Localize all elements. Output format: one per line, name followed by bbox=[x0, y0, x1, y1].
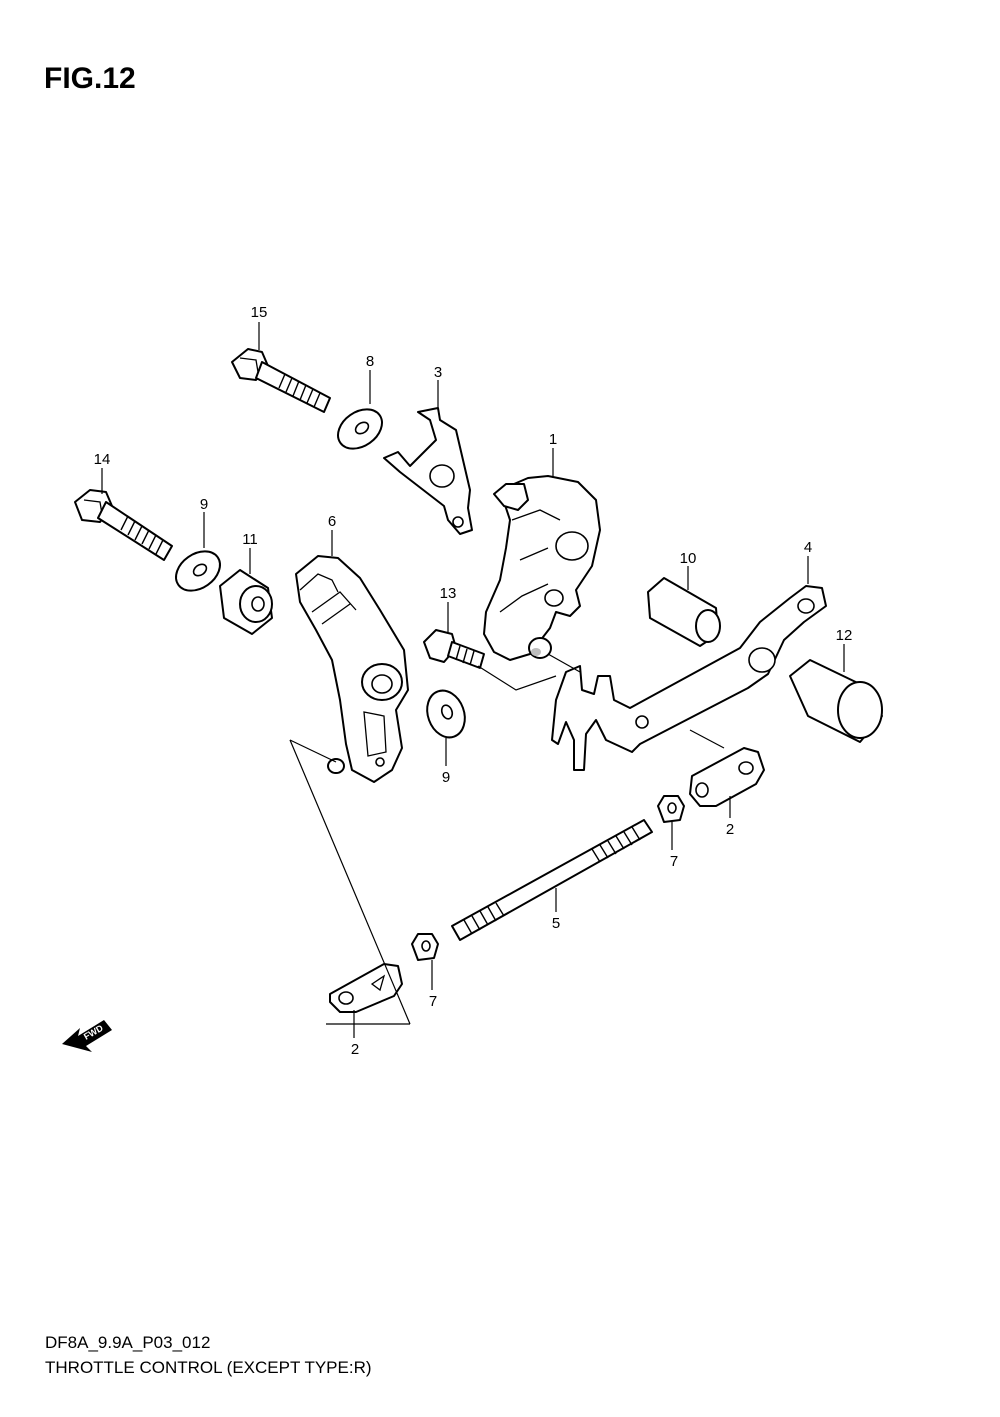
callout-1[interactable]: 1 bbox=[549, 431, 557, 448]
part-4-link-plate[interactable] bbox=[551, 585, 827, 771]
callout-6[interactable]: 6 bbox=[328, 513, 336, 530]
callout-7-left[interactable]: 7 bbox=[429, 993, 437, 1010]
linkage-reference-lines bbox=[289, 653, 725, 1025]
callout-3[interactable]: 3 bbox=[434, 364, 442, 381]
callout-11[interactable]: 11 bbox=[242, 531, 258, 548]
part-2-rod-end-left[interactable] bbox=[329, 963, 403, 1013]
callout-10[interactable]: 10 bbox=[680, 550, 697, 567]
part-12-collar[interactable] bbox=[789, 659, 883, 743]
part-9-washer-upper[interactable] bbox=[169, 543, 228, 598]
callout-leaders bbox=[101, 322, 845, 1038]
callout-2-right[interactable]: 2 bbox=[726, 821, 734, 838]
part-8-washer[interactable] bbox=[331, 401, 390, 456]
part-5-threaded-rod[interactable] bbox=[451, 819, 653, 941]
callout-5[interactable]: 5 bbox=[552, 915, 560, 932]
callout-9-lower[interactable]: 9 bbox=[442, 769, 450, 786]
callout-8[interactable]: 8 bbox=[366, 353, 374, 370]
part-14-bolt[interactable] bbox=[74, 489, 173, 561]
model-code: DF8A_9.9A_P03_012 bbox=[45, 1333, 211, 1352]
part-3-bracket-plate[interactable] bbox=[383, 407, 473, 535]
callout-12[interactable]: 12 bbox=[836, 627, 853, 644]
part-13-bolt[interactable] bbox=[423, 629, 485, 669]
callout-13[interactable]: 13 bbox=[440, 585, 457, 602]
callout-7-right[interactable]: 7 bbox=[670, 853, 678, 870]
part-11-collar[interactable] bbox=[219, 569, 273, 635]
callout-2-left[interactable]: 2 bbox=[351, 1041, 359, 1058]
callout-4[interactable]: 4 bbox=[804, 539, 812, 556]
part-2-rod-end-right[interactable] bbox=[689, 747, 765, 807]
part-7-nut-right[interactable] bbox=[657, 795, 685, 823]
part-10-bushing[interactable] bbox=[647, 577, 721, 647]
figure-caption: THROTTLE CONTROL (EXCEPT TYPE:R) bbox=[45, 1358, 372, 1377]
part-7-nut-left[interactable] bbox=[411, 933, 439, 961]
part-6-lever-arm[interactable] bbox=[295, 555, 409, 783]
fwd-arrow-icon: FWD bbox=[62, 1020, 112, 1052]
callout-15[interactable]: 15 bbox=[251, 304, 268, 321]
part-15-bolt[interactable] bbox=[231, 348, 331, 413]
callout-14[interactable]: 14 bbox=[94, 451, 111, 468]
callout-9-upper[interactable]: 9 bbox=[200, 496, 208, 513]
callout-numbers: 15 8 3 1 14 9 11 6 10 4 13 12 9 2 7 5 7 … bbox=[94, 304, 853, 1058]
part-9-washer-lower[interactable] bbox=[421, 685, 471, 742]
figure-title: FIG.12 bbox=[44, 62, 136, 95]
part-1-throttle-cam[interactable] bbox=[483, 475, 601, 661]
